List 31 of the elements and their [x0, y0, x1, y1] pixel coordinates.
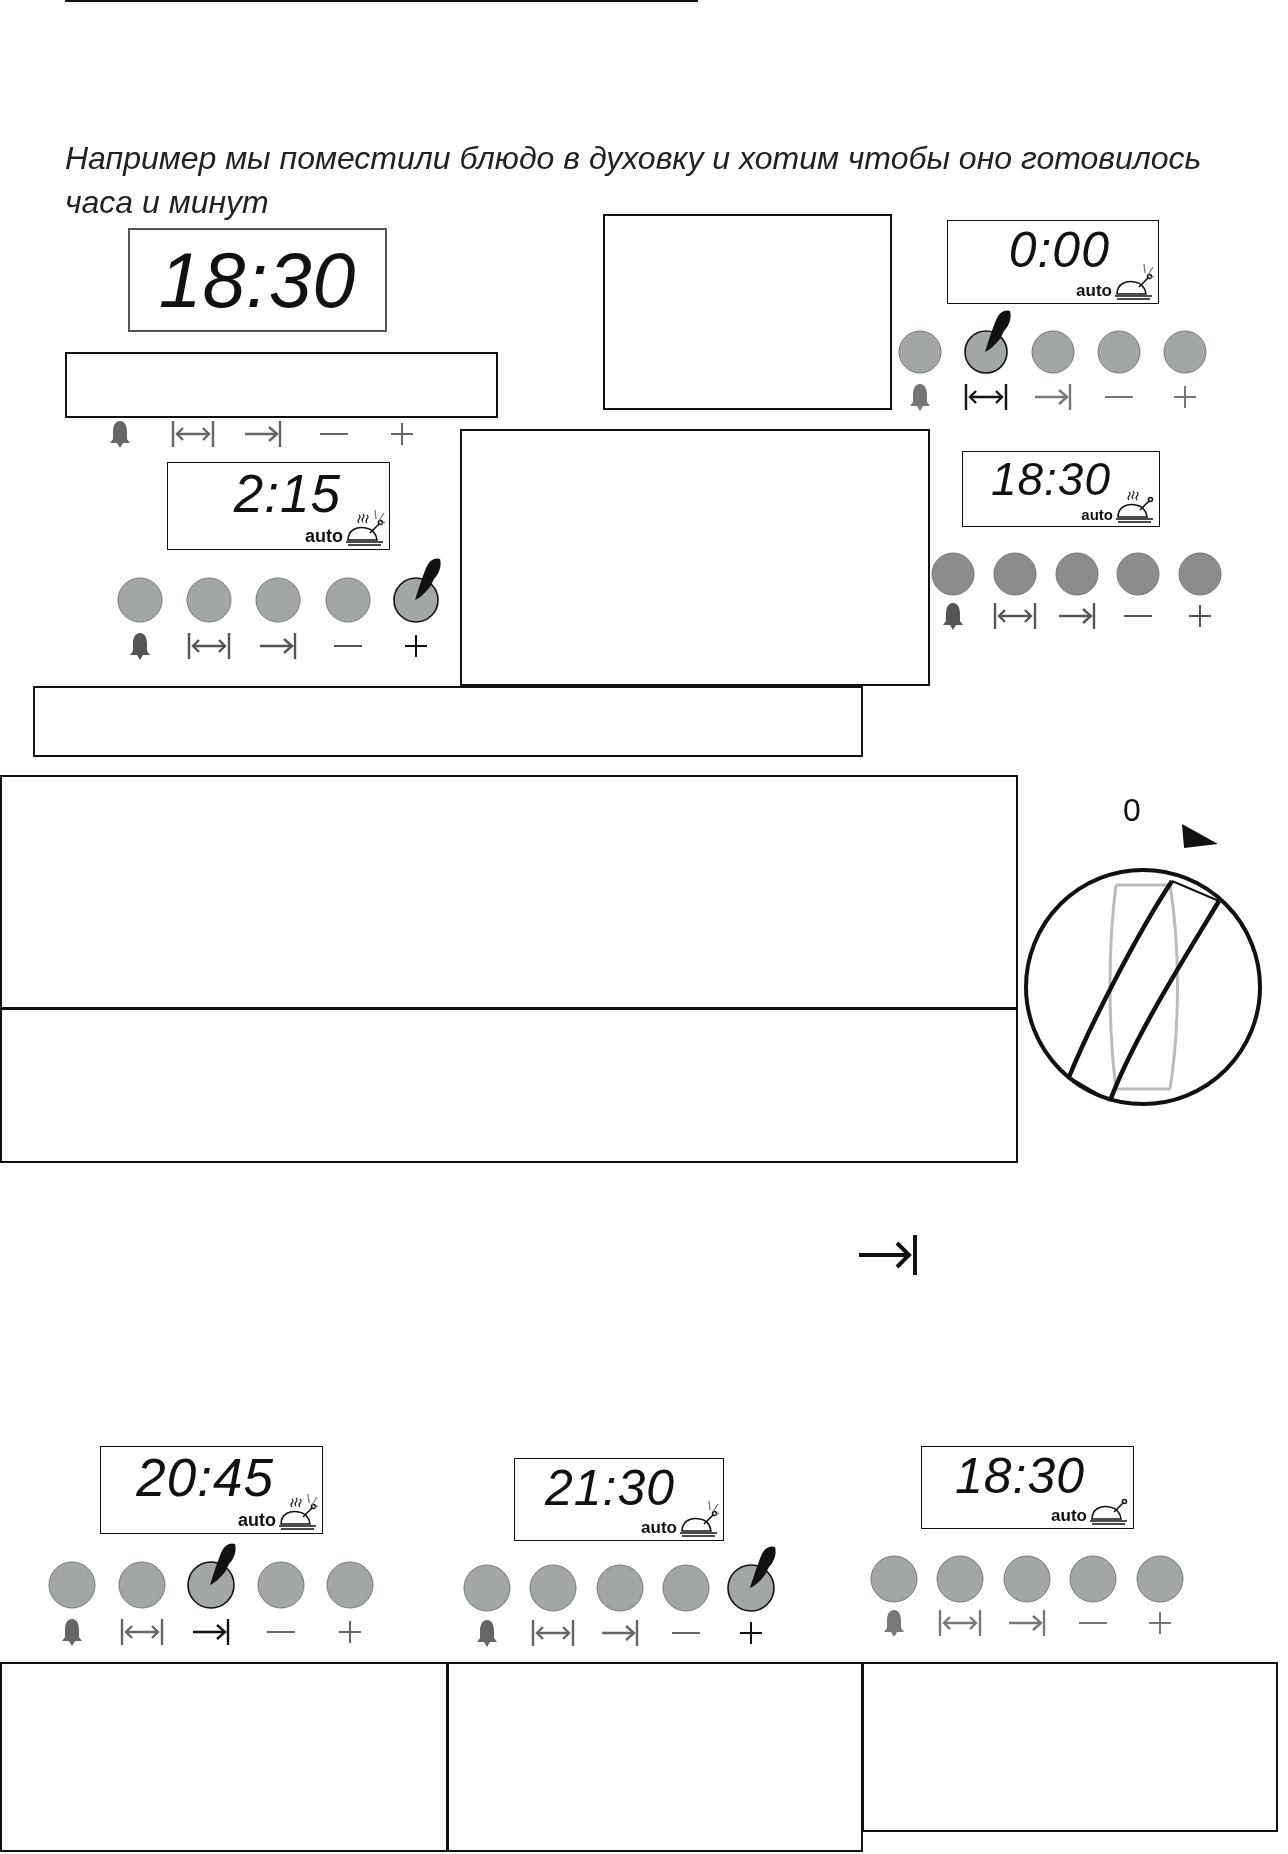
lcd-display: [962, 451, 1160, 527]
mode-text: auto: [238, 1511, 276, 1529]
time-readout: 21:30: [544, 1463, 675, 1513]
empty-frame: [460, 429, 930, 686]
time-readout: 18:30: [990, 456, 1111, 502]
lcd-display: [514, 1458, 724, 1541]
lcd-display: [100, 1446, 323, 1534]
mode-text: auto: [1081, 507, 1113, 522]
lcd-display: [947, 220, 1159, 304]
lcd-display: [128, 228, 387, 332]
time-readout: 18:30: [954, 1451, 1085, 1501]
empty-frame: [0, 1008, 1018, 1163]
empty-frame: [65, 352, 498, 418]
intro-text: Например мы поместили блюдо в духовку и хотим чтобы оно готовилось часа и минут: [65, 139, 1203, 222]
mode-text: auto: [1076, 282, 1112, 299]
empty-frame: [0, 1662, 448, 1852]
mode-text: auto: [641, 1519, 677, 1536]
lcd-display: [167, 462, 390, 550]
empty-frame: [447, 1662, 863, 1852]
time-readout: 0:00: [1008, 225, 1110, 275]
time-readout: 18:30: [157, 242, 358, 319]
time-readout: 2:15: [233, 467, 341, 520]
time-readout: 20:45: [136, 1451, 274, 1504]
lcd-display: [921, 1446, 1134, 1529]
empty-frame: [0, 775, 1018, 1009]
dial-zero-label: 0: [1123, 794, 1141, 826]
empty-frame: [603, 214, 892, 410]
mode-text: auto: [1051, 1507, 1087, 1524]
empty-frame: [33, 686, 863, 757]
mode-text: auto: [305, 527, 343, 545]
empty-frame: [862, 1662, 1278, 1832]
